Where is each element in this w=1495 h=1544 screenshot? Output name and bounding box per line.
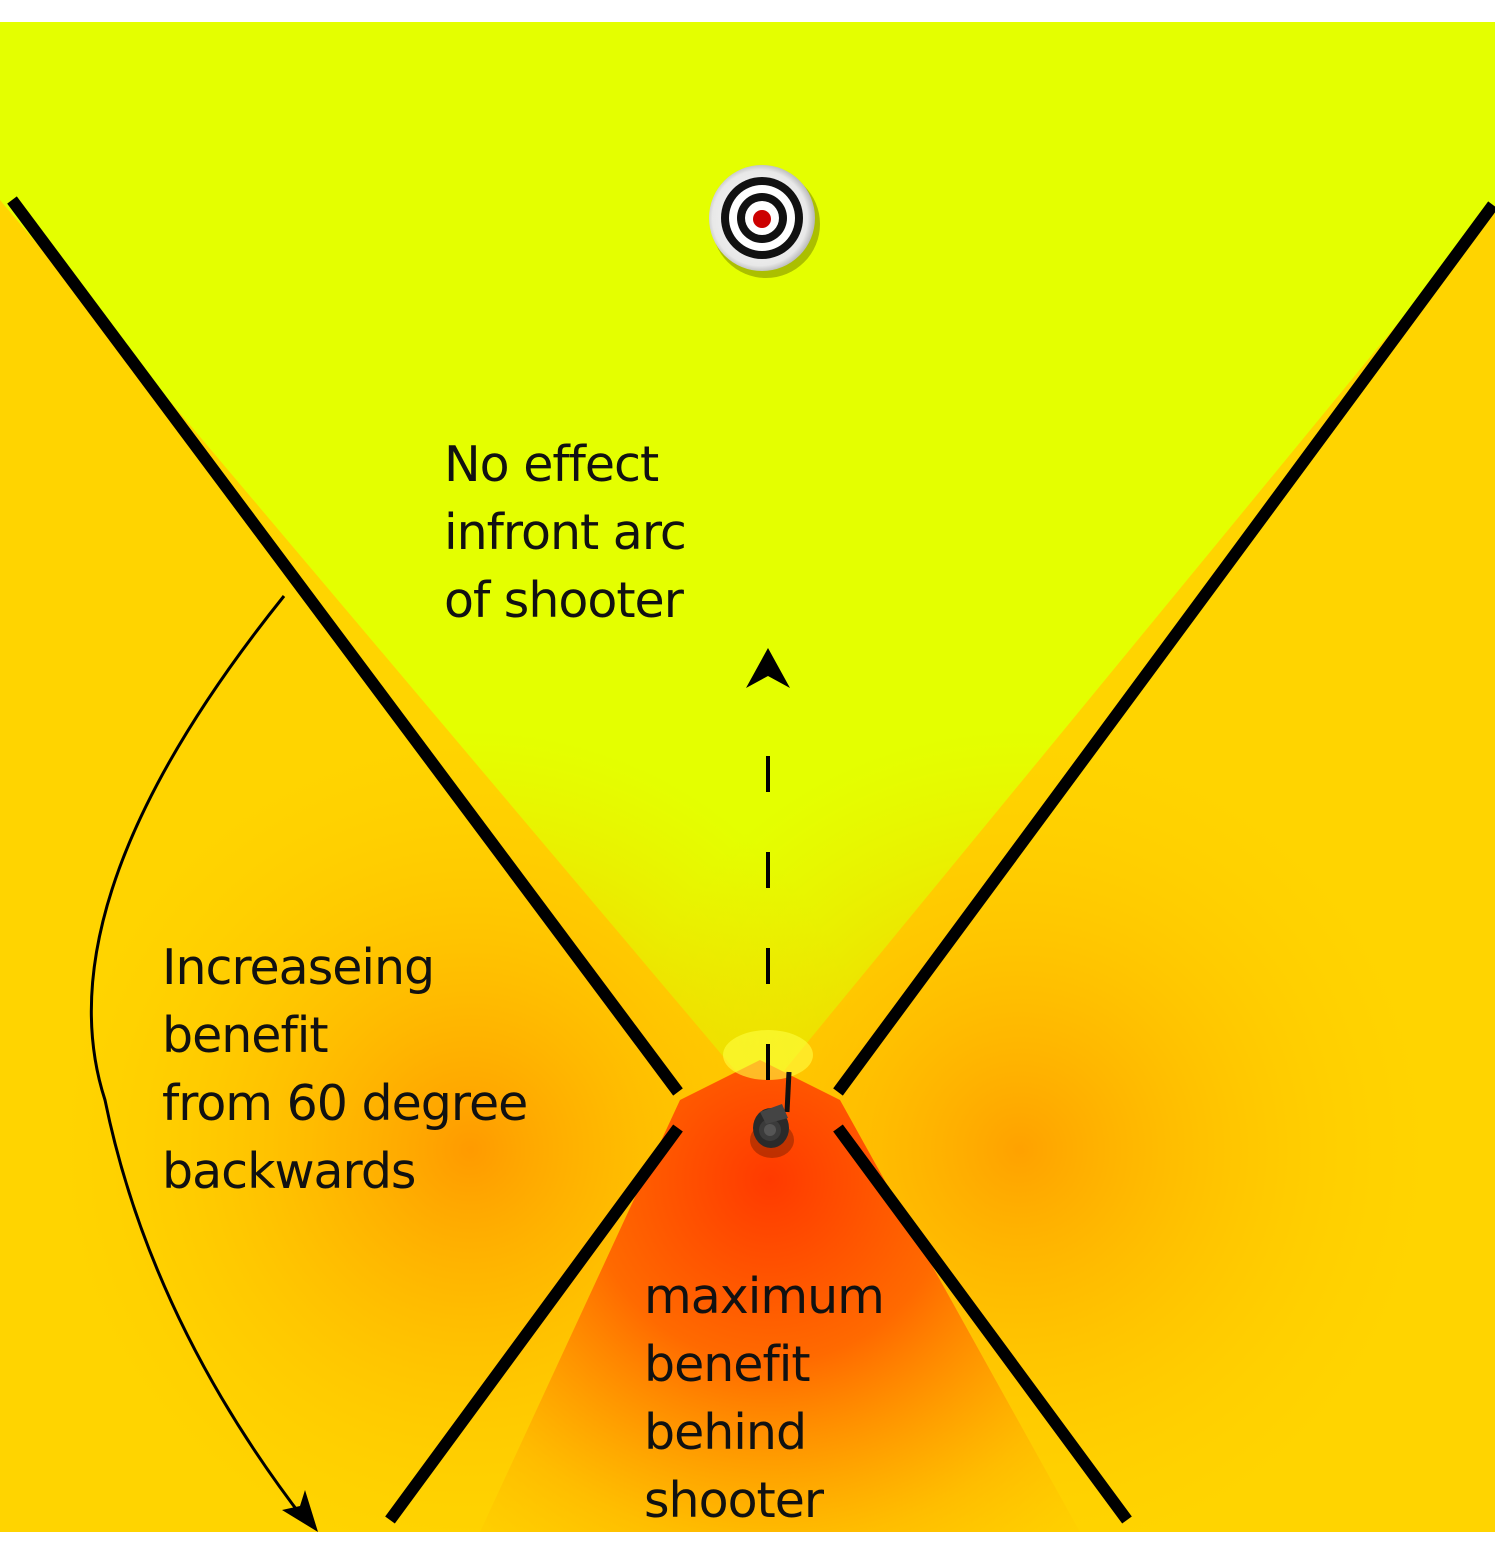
rear-heat-zone bbox=[480, 1060, 1080, 1532]
rear-arc-right-boundary bbox=[833, 1124, 1132, 1524]
side-benefit-label-line-2: benefit bbox=[162, 1007, 329, 1064]
front-arc-label-line-2: infront arc bbox=[444, 504, 687, 561]
side-benefit-label-line-4: backwards bbox=[162, 1143, 416, 1200]
side-benefit-label-line-1: Increaseing bbox=[162, 939, 435, 996]
benefit-arc-arrow bbox=[89, 595, 308, 1523]
rear-benefit-label-line-1: maximum bbox=[644, 1268, 885, 1325]
benefit-arc-arrowhead bbox=[282, 1490, 318, 1532]
front-arc-label-line-1: No effect bbox=[444, 436, 659, 493]
bullseye-target-icon bbox=[709, 165, 820, 278]
rear-benefit-label-line-3: behind bbox=[644, 1404, 807, 1461]
front-arc-label-line-3: of shooter bbox=[444, 572, 684, 629]
rear-benefit-label-line-4: shooter bbox=[644, 1472, 824, 1529]
front-arc-left-boundary bbox=[7, 196, 683, 1096]
front-arc-label: No effect infront arc of shooter bbox=[444, 436, 687, 644]
side-benefit-label-line-3: from 60 degree bbox=[162, 1075, 528, 1132]
front-arc-right-boundary bbox=[833, 201, 1495, 1096]
side-benefit-label: Increaseing benefit from 60 degree backw… bbox=[162, 939, 528, 1215]
shooter-figure-icon bbox=[750, 1071, 794, 1158]
rear-arc-left-boundary bbox=[385, 1124, 683, 1524]
rear-benefit-label: maximum benefit behind shooter bbox=[644, 1268, 885, 1544]
line-of-fire-arrowhead bbox=[746, 648, 790, 688]
rear-benefit-label-line-2: benefit bbox=[644, 1336, 811, 1393]
